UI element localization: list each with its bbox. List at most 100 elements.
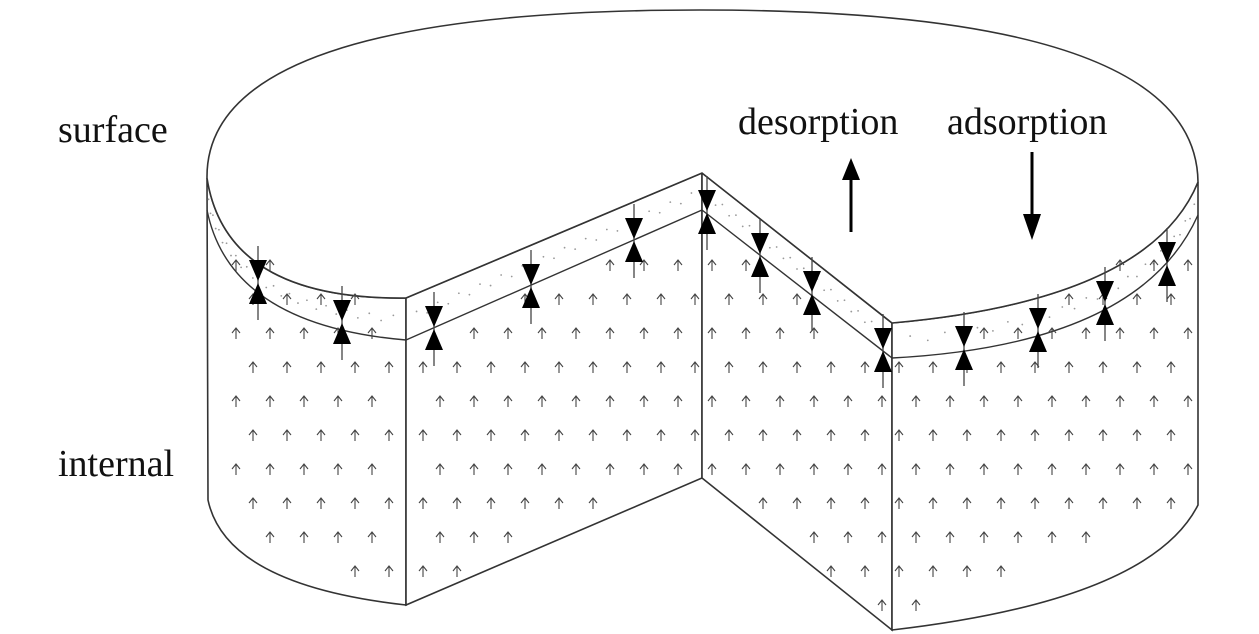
- internal-arrow-icon: [367, 531, 377, 543]
- internal-arrow-icon: [605, 395, 615, 407]
- internal-arrow-icon: [418, 361, 428, 373]
- internal-arrow-icon: [1166, 497, 1176, 509]
- internal-arrow-icon: [928, 429, 938, 441]
- internal-arrow-icon: [928, 497, 938, 509]
- band-dot: [1006, 320, 1009, 323]
- band-dot: [272, 284, 275, 287]
- internal-arrow-icon: [690, 429, 700, 441]
- internal-arrow-icon: [877, 395, 887, 407]
- internal-arrow-icon: [1030, 497, 1040, 509]
- band-dot: [209, 212, 212, 215]
- internal-diffusion-arrows: [231, 259, 1193, 611]
- internal-arrow-icon: [792, 361, 802, 373]
- internal-arrow-icon: [452, 429, 462, 441]
- internal-arrow-icon: [894, 497, 904, 509]
- internal-arrow-icon: [333, 531, 343, 543]
- internal-arrow-icon: [894, 565, 904, 577]
- internal-arrow-icon: [1183, 327, 1193, 339]
- band-dot: [212, 214, 214, 217]
- surface-exchange-markers: [249, 176, 1176, 388]
- band-dot: [1193, 203, 1196, 206]
- internal-arrow-icon: [571, 395, 581, 407]
- band-dot: [775, 246, 778, 248]
- band-dot: [690, 192, 693, 194]
- band-dot: [436, 301, 439, 304]
- internal-arrow-icon: [1081, 327, 1091, 339]
- internal-arrow-icon: [758, 293, 768, 305]
- band-dot: [992, 330, 994, 332]
- internal-arrow-icon: [282, 361, 292, 373]
- band-dot: [748, 224, 751, 227]
- internal-arrow-icon: [1166, 361, 1176, 373]
- band-dot: [584, 237, 587, 240]
- internal-arrow-icon: [962, 429, 972, 441]
- band-dot: [836, 300, 839, 302]
- internal-arrow-icon: [928, 361, 938, 373]
- internal-arrow-icon: [792, 497, 802, 509]
- internal-arrow-icon: [588, 361, 598, 373]
- surface-label: surface: [58, 109, 168, 151]
- internal-arrow-icon: [486, 361, 496, 373]
- band-dot: [735, 214, 737, 217]
- internal-arrow-icon: [1098, 497, 1108, 509]
- band-dot: [553, 257, 555, 260]
- band-dot: [288, 292, 291, 295]
- internal-arrow-icon: [435, 463, 445, 475]
- band-dot: [265, 286, 268, 289]
- internal-arrow-icon: [1047, 463, 1057, 475]
- desorption-arrow: [842, 158, 860, 232]
- internal-arrow-icon: [979, 531, 989, 543]
- internal-arrow-icon: [333, 395, 343, 407]
- internal-arrow-icon: [418, 429, 428, 441]
- internal-arrow-icon: [996, 565, 1006, 577]
- internal-arrow-icon: [384, 497, 394, 509]
- band-dot: [1136, 275, 1138, 278]
- internal-arrow-icon: [911, 599, 921, 611]
- adsorption-label: adsorption: [947, 101, 1107, 143]
- internal-arrow-icon: [418, 565, 428, 577]
- internal-arrow-icon: [333, 463, 343, 475]
- band-dot: [728, 214, 731, 217]
- internal-arrow-icon: [384, 429, 394, 441]
- internal-arrow-icon: [690, 293, 700, 305]
- internal-arrow-icon: [724, 361, 734, 373]
- band-dot: [207, 198, 210, 201]
- internal-arrow-icon: [639, 463, 649, 475]
- band-dot: [782, 257, 785, 260]
- internal-arrow-icon: [1115, 327, 1125, 339]
- internal-arrow-icon: [231, 327, 241, 339]
- internal-arrow-icon: [554, 293, 564, 305]
- internal-arrow-icon: [656, 429, 666, 441]
- internal-arrow-icon: [1013, 395, 1023, 407]
- band-dot: [870, 320, 873, 323]
- internal-arrow-icon: [673, 395, 683, 407]
- band-dot: [909, 335, 912, 337]
- internal-arrow-icon: [741, 327, 751, 339]
- internal-arrow-icon: [877, 531, 887, 543]
- band-dot: [1117, 287, 1120, 290]
- band-dot: [1073, 307, 1076, 310]
- internal-arrow-icon: [1166, 293, 1176, 305]
- cylinder-body: [206, 171, 1199, 632]
- internal-arrow-icon: [673, 327, 683, 339]
- internal-arrow-icon: [996, 361, 1006, 373]
- band-dot: [489, 284, 492, 287]
- internal-arrow-icon: [605, 327, 615, 339]
- band-dot: [315, 308, 318, 311]
- internal-arrow-icon: [894, 361, 904, 373]
- internal-arrow-icon: [775, 463, 785, 475]
- internal-arrow-icon: [1064, 429, 1074, 441]
- internal-arrow-icon: [826, 497, 836, 509]
- bowtie-exchange-icon: [1096, 267, 1114, 341]
- internal-arrow-icon: [231, 259, 241, 271]
- internal-arrow-icon: [911, 531, 921, 543]
- internal-arrow-icon: [1166, 429, 1176, 441]
- internal-arrow-icon: [979, 327, 989, 339]
- internal-arrow-icon: [554, 429, 564, 441]
- internal-arrow-icon: [1047, 395, 1057, 407]
- internal-arrow-icon: [622, 361, 632, 373]
- band-dot: [245, 265, 248, 268]
- internal-arrow-icon: [299, 531, 309, 543]
- internal-arrow-icon: [894, 429, 904, 441]
- internal-arrow-icon: [877, 599, 887, 611]
